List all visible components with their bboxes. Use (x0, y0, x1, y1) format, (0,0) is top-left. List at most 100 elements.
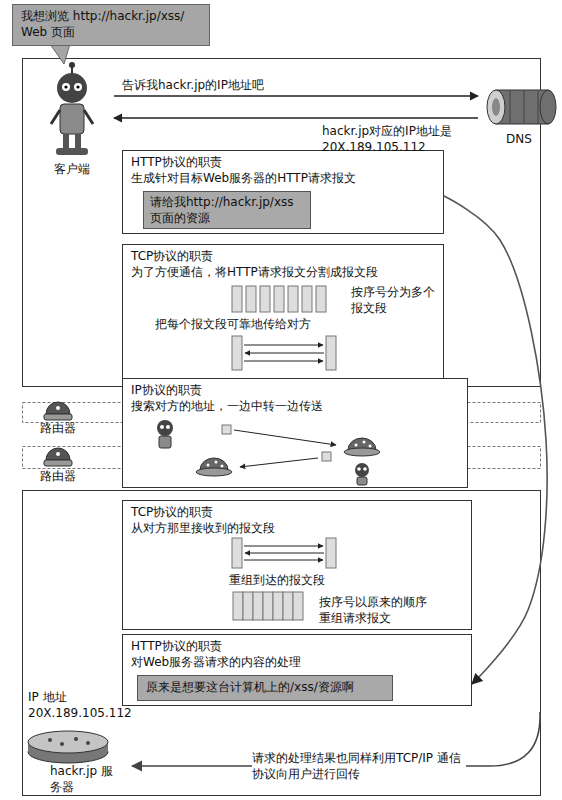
role-body: 为了方便通信，将HTTP请求报文分割成报文段 (131, 265, 431, 281)
tcp-transfer-symbol (232, 336, 242, 370)
tcp-receive-symbol (244, 560, 323, 561)
web-server-icon (28, 741, 108, 763)
return-arrow (132, 712, 540, 766)
client-robot (63, 134, 69, 148)
role-body: 对Web服务器请求的内容的处理 (131, 655, 461, 671)
ip-relay-illustration (355, 463, 369, 477)
message-text: 原来是想要这台计算机上的/xss/资源啊 (146, 680, 386, 696)
client-robot (56, 148, 88, 155)
dns-server-icon (524, 90, 525, 124)
ip-relay-illustration (357, 467, 361, 471)
tcp-receive-symbol (244, 546, 323, 547)
web-server-icon (28, 742, 108, 752)
client-frame (23, 59, 541, 387)
tcp-segments-split (274, 286, 284, 312)
ip-relay-illustration (322, 452, 331, 461)
dns-server-icon (538, 90, 539, 124)
client-robot (62, 83, 70, 91)
ip-relay-illustration (159, 436, 171, 448)
tcp-receive-symbol (232, 538, 242, 568)
role-body: 搜索对方的地址，一边中转一边传送 (131, 399, 461, 415)
dns-server-icon (510, 90, 511, 124)
ip-address: IP 地址 20X.189.105.112 (28, 690, 128, 721)
ip-relay-illustration (240, 458, 318, 467)
tcp-segments-split (246, 286, 256, 312)
client-robot (84, 110, 93, 124)
message-box: 原来是想要这台计算机上的/xss/资源啊 (137, 675, 393, 701)
ip-relay-illustration (348, 438, 376, 450)
client-robot (64, 85, 67, 88)
tcp-segments-joined (273, 592, 283, 620)
ip-relay-illustration (357, 477, 367, 485)
protocol-box: HTTP协议的职责生成针对目标Web服务器的HTTP请求报文请给我http://… (122, 150, 444, 234)
role-heading: HTTP协议的职责 (131, 639, 431, 655)
router-label: 路由器 (40, 469, 100, 485)
tcp-segments-split (302, 286, 312, 312)
note-text: 按序号以原来的顺序重组请求报文 (319, 595, 431, 626)
dns-label: DNS (478, 132, 560, 148)
tcp-segments-joined (283, 592, 293, 620)
ip-relay-illustration (160, 425, 164, 429)
web-server-icon (60, 742, 64, 746)
dns-server-icon (487, 90, 556, 124)
server-frame (23, 491, 541, 796)
web-server-icon (48, 738, 52, 742)
tcp-segments-joined (253, 592, 263, 620)
ip-relay-illustration (166, 425, 170, 429)
protocol-box: HTTP协议的职责对Web服务器请求的内容的处理原来是想要这台计算机上的/xss… (122, 634, 472, 706)
dns-node: DNS (478, 82, 560, 150)
tcp-segments-joined (263, 592, 273, 620)
role-heading: TCP协议的职责 (131, 505, 431, 521)
tcp-segments-split (260, 286, 270, 312)
note-text: 把每个报文段可靠地传给对方 (155, 317, 415, 333)
tcp-segments-split (288, 286, 298, 312)
web-server-icon (28, 731, 108, 763)
tcp-receive-symbol (326, 538, 336, 568)
web-server-icon (74, 737, 78, 741)
server-node: IP 地址 20X.189.105.112 hackr.jp 服务器 (24, 690, 128, 796)
ip-relay-illustration (221, 465, 224, 468)
edge-label: 告诉我hackr.jp的IP地址吧 (122, 78, 352, 94)
role-heading: TCP协议的职责 (131, 249, 431, 265)
bubble-text: 我想浏览 http://hackr.jp/xss/ Web 页面 (21, 9, 205, 40)
protocol-box: TCP协议的职责为了方便通信，将HTTP请求报文分割成报文段按序号分为多个报文段… (122, 244, 444, 380)
speech-bubble: 我想浏览 http://hackr.jp/xss/ Web 页面 (12, 4, 210, 46)
web-server-icon (86, 741, 90, 745)
ip-relay-illustration (196, 468, 232, 476)
router-icon (44, 414, 72, 420)
tcp-segments-joined (243, 592, 253, 620)
note-text: 按序号分为多个报文段 (351, 285, 439, 316)
tcp-receive-symbol (245, 553, 324, 554)
dns-server-icon (487, 90, 505, 124)
role-body: 生成针对目标Web服务器的HTTP请求报文 (131, 171, 431, 187)
tcp-segments-joined (233, 592, 303, 620)
tcp-transfer-symbol (244, 345, 323, 346)
router-icon (46, 448, 70, 460)
tcp-segments-joined (233, 592, 243, 620)
ip-relay-illustration (369, 445, 372, 448)
client-frame (23, 59, 541, 387)
message-box: 请给我http://hackr.jp/xss 页面的资源 (143, 191, 311, 229)
tcp-segments-split (232, 286, 326, 312)
tcp-transfer-symbol (232, 336, 336, 370)
bubble-pointer (50, 44, 70, 64)
router-icon (44, 460, 72, 466)
client-robot (51, 62, 93, 155)
ip-relay-illustration (157, 420, 380, 485)
server-frame (23, 491, 541, 796)
tcp-segments-split (232, 286, 242, 312)
note-text: 重组到达的报文段 (229, 573, 429, 589)
ip-relay-illustration (355, 444, 358, 447)
flow-arrow (444, 196, 547, 684)
server-label: hackr.jp 服务器 (50, 764, 124, 795)
dns-server-icon (492, 98, 500, 116)
tcp-segments-split (316, 286, 326, 312)
tcp-transfer-symbol (245, 353, 324, 354)
router-icon (46, 402, 70, 414)
protocol-box: IP协议的职责搜索对方的地址，一边中转一边传送 (122, 378, 468, 488)
return-arrow (132, 712, 540, 766)
router-label: 路由器 (40, 421, 100, 437)
client-node: 客户端 (30, 66, 114, 180)
